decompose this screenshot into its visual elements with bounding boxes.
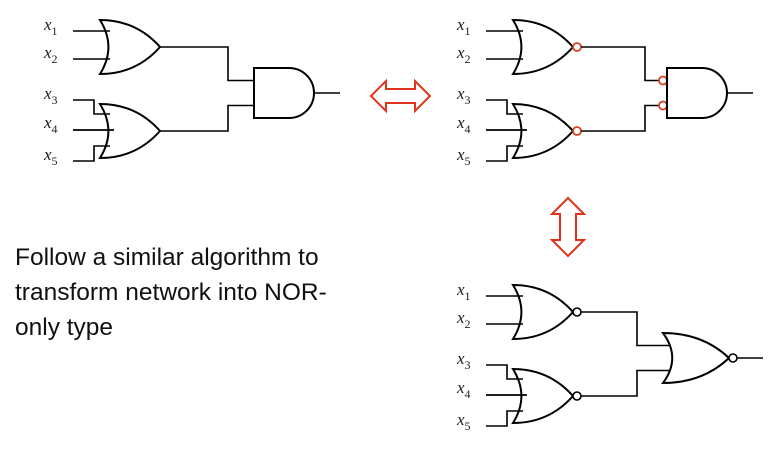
wire-x5 [73, 145, 110, 162]
inversion-bubble [728, 353, 738, 363]
input-label-subscript: 4 [465, 387, 471, 401]
wire-to-second-a [581, 46, 659, 82]
caption-text: Follow a similar algorithm to transform … [15, 240, 415, 345]
equivalence-arrow-vertical [549, 196, 587, 258]
input-label-subscript: 3 [465, 358, 471, 372]
second-level-gate [661, 331, 731, 385]
input-label-subscript: 1 [465, 24, 471, 38]
inversion-bubble [572, 391, 582, 401]
wire-to-second-b [581, 369, 673, 397]
input-label-base: x [456, 280, 465, 299]
wire-x3 [73, 99, 110, 115]
first-level-gate-top [98, 18, 162, 76]
input-label-base: x [456, 308, 465, 327]
wire-to-second-b [160, 104, 254, 132]
input-label-base: x [456, 113, 465, 132]
input-label-base: x [43, 145, 52, 164]
equivalence-arrow-horizontal [369, 78, 432, 114]
wire-x3 [486, 364, 523, 380]
input-label-x1: x1 [43, 15, 58, 38]
input-label-x3: x3 [456, 84, 471, 107]
input-label-base: x [43, 43, 52, 62]
input-label-x1: x1 [456, 15, 471, 38]
input-label-base: x [43, 113, 52, 132]
input-label-subscript: 4 [465, 122, 471, 136]
input-label-x2: x2 [456, 43, 471, 66]
input-label-x5: x5 [456, 145, 471, 168]
input-label-base: x [43, 84, 52, 103]
input-label-x2: x2 [456, 308, 471, 331]
inversion-bubble [572, 126, 582, 136]
input-label-subscript: 1 [465, 289, 471, 303]
wire-to-second-a [160, 46, 254, 82]
second-level-gate [253, 67, 315, 119]
inversion-bubble [572, 307, 582, 317]
first-level-gate-top [511, 18, 575, 76]
input-label-x1: x1 [456, 280, 471, 303]
first-level-gate-bottom [98, 102, 162, 160]
input-label-x4: x4 [43, 113, 58, 136]
input-label-subscript: 5 [52, 154, 58, 168]
first-level-gate-top [511, 283, 575, 341]
input-label-x4: x4 [456, 113, 471, 136]
inversion-bubble [658, 75, 668, 86]
inversion-bubble [658, 100, 668, 111]
inversion-bubble [572, 42, 582, 52]
wire-x5 [486, 410, 523, 427]
first-level-gate-bottom [511, 367, 575, 425]
input-label-subscript: 4 [52, 122, 58, 136]
input-label-x2: x2 [43, 43, 58, 66]
caption-line-3: only type [15, 314, 114, 341]
input-label-subscript: 1 [52, 24, 58, 38]
wire-x5 [486, 145, 523, 162]
input-label-subscript: 2 [52, 52, 58, 66]
input-label-x5: x5 [456, 410, 471, 433]
input-label-base: x [43, 15, 52, 34]
input-label-base: x [456, 145, 465, 164]
wire-to-second-b [581, 104, 659, 132]
wire-x3 [486, 99, 523, 115]
input-label-subscript: 5 [465, 154, 471, 168]
wire-to-second-a [581, 311, 673, 347]
input-label-base: x [456, 349, 465, 368]
input-label-x4: x4 [456, 378, 471, 401]
input-label-base: x [456, 410, 465, 429]
input-label-subscript: 2 [465, 317, 471, 331]
input-label-subscript: 3 [465, 93, 471, 107]
input-label-x3: x3 [43, 84, 58, 107]
first-level-gate-bottom [511, 102, 575, 160]
second-level-gate [666, 67, 728, 119]
input-label-base: x [456, 84, 465, 103]
input-label-base: x [456, 43, 465, 62]
input-label-base: x [456, 378, 465, 397]
input-label-subscript: 2 [465, 52, 471, 66]
caption-line-1: Follow a similar algorithm to [15, 244, 319, 271]
caption-line-2: transform network into NOR- [15, 279, 327, 306]
input-label-subscript: 3 [52, 93, 58, 107]
input-label-x3: x3 [456, 349, 471, 372]
input-label-subscript: 5 [465, 419, 471, 433]
input-label-x5: x5 [43, 145, 58, 168]
input-label-base: x [456, 15, 465, 34]
